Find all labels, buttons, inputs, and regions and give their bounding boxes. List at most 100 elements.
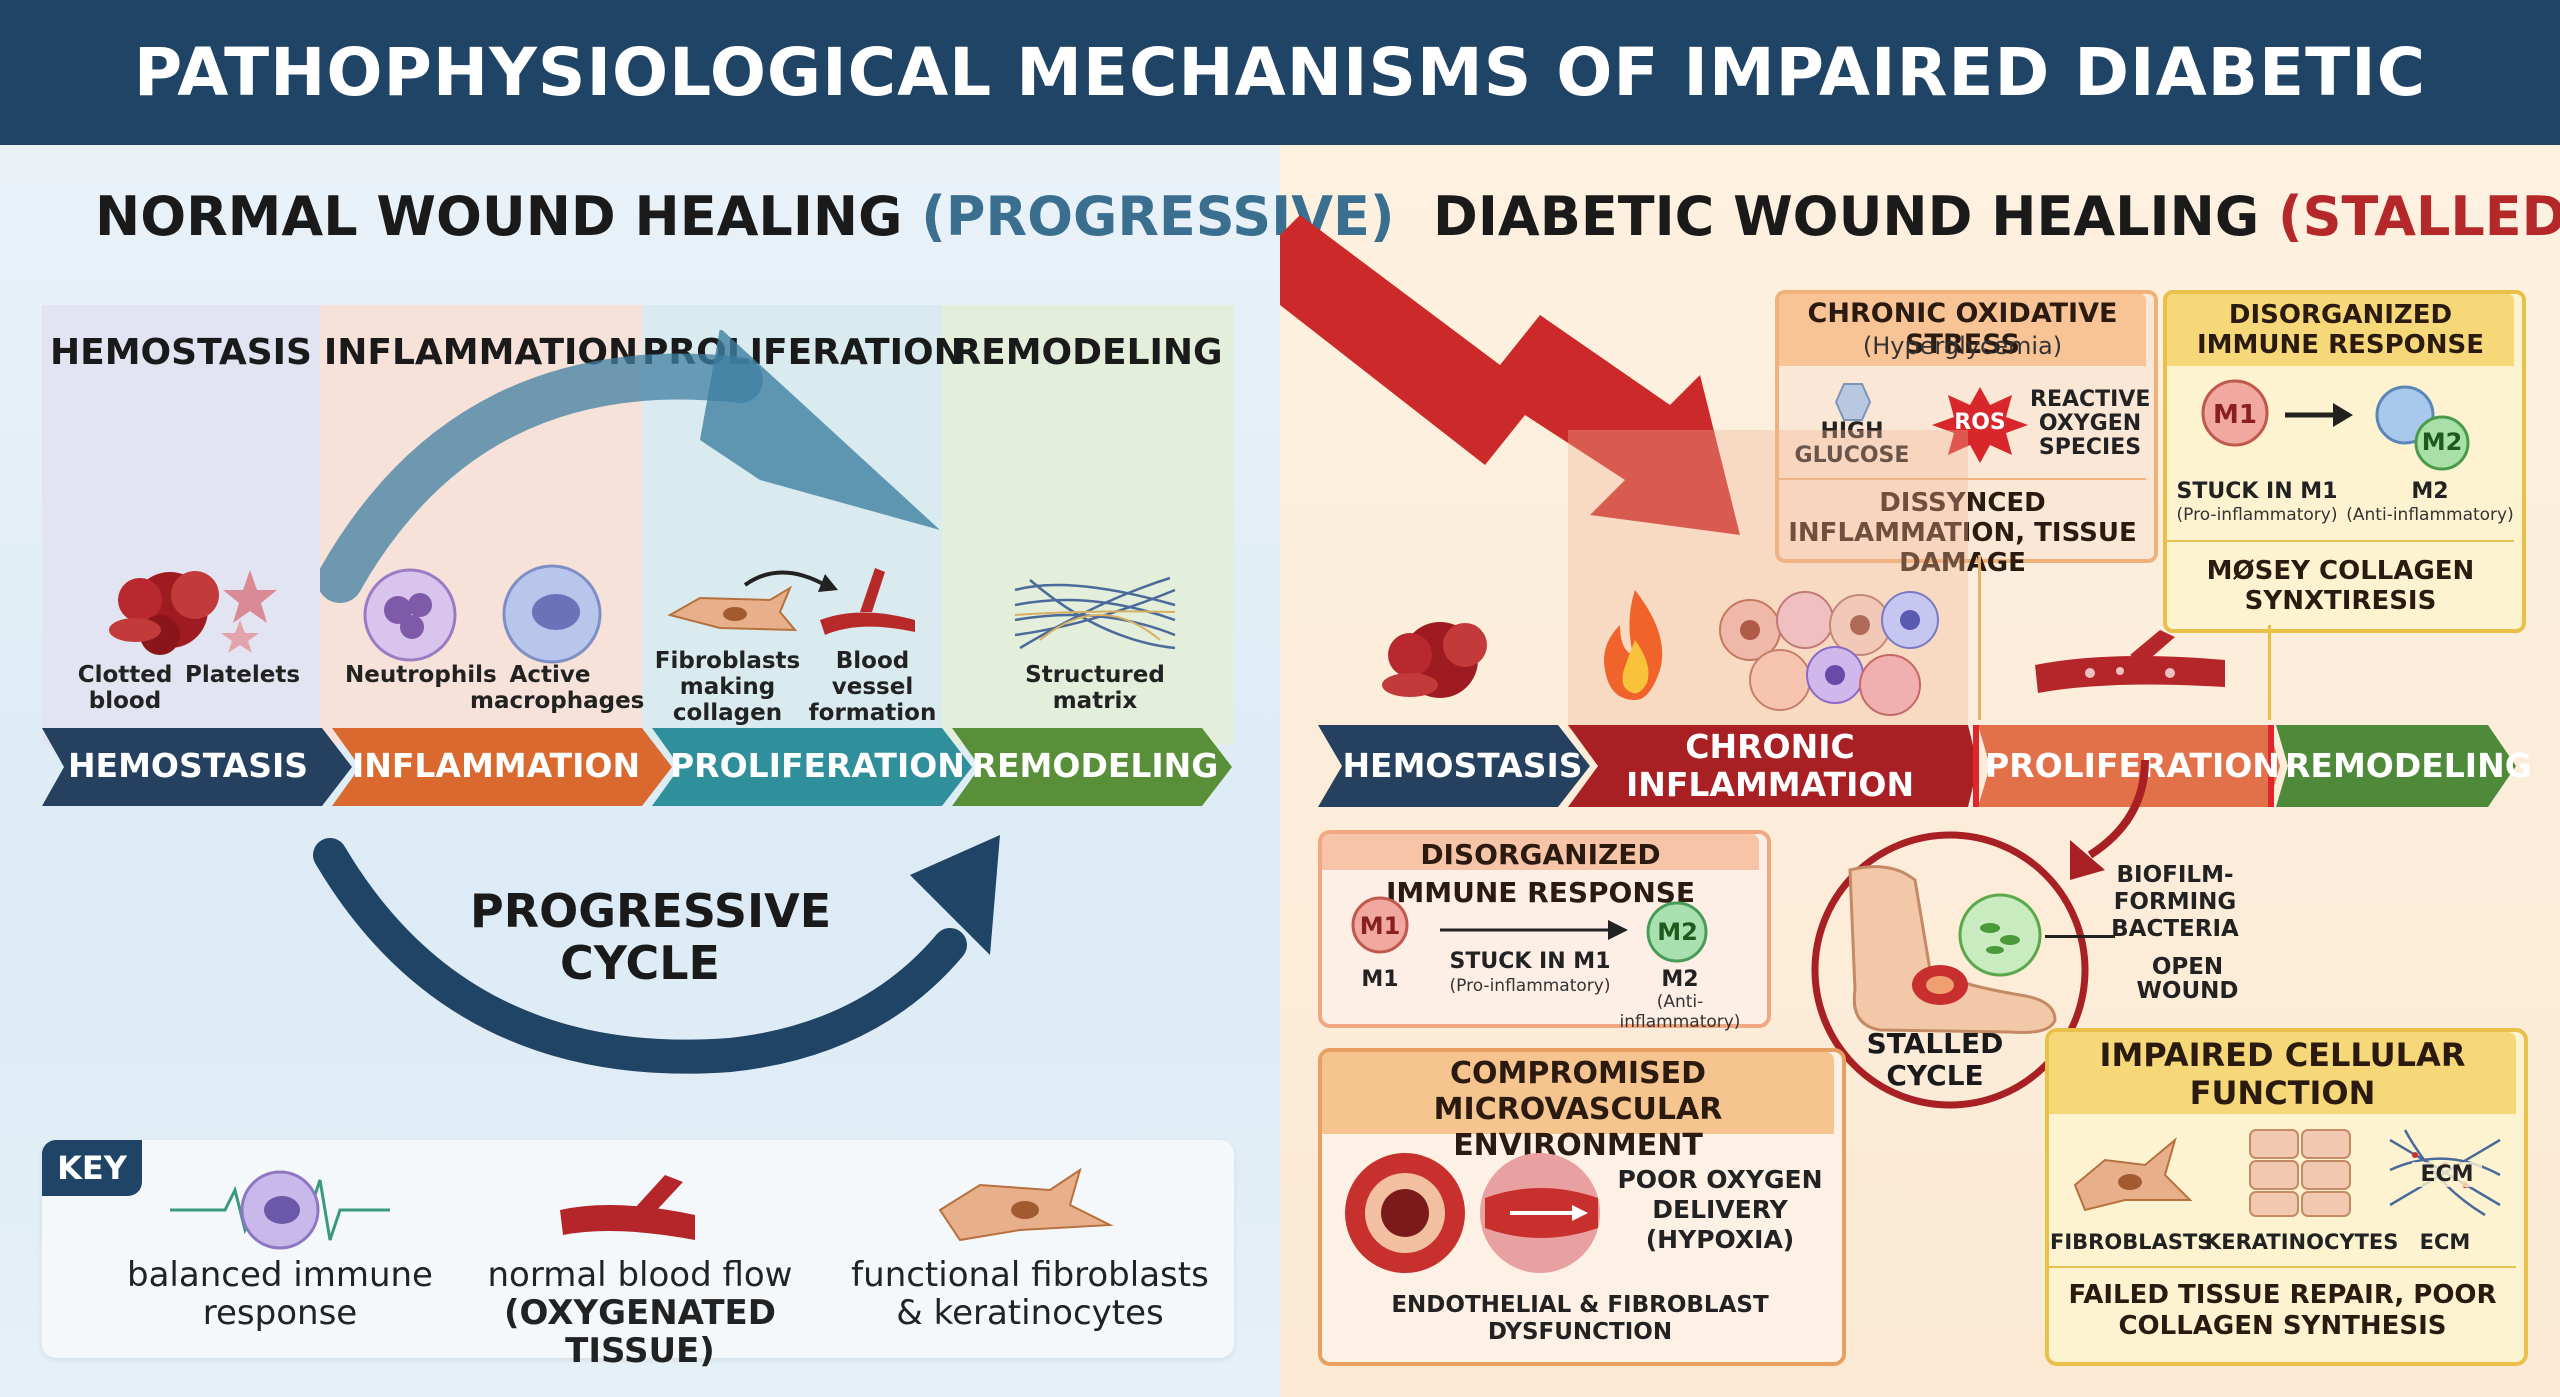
platelets-icon bbox=[221, 570, 277, 653]
m2-caption-top: M2 bbox=[2411, 479, 2449, 504]
diabetic-chevron-hemostasis: HEMOSTASIS bbox=[1342, 746, 1583, 785]
stalled-cycle-icon bbox=[1811, 831, 2089, 1109]
connector-immune bbox=[2268, 625, 2271, 720]
anti-inflammatory-top: (Anti-inflammatory) bbox=[2346, 505, 2514, 525]
macrophage-icon bbox=[502, 564, 602, 664]
cellular-header-bg bbox=[2049, 1032, 2516, 1114]
diabetic-chevron-track bbox=[1318, 725, 2516, 807]
diabetic-chevron-proliferation: PROLIFERATION bbox=[1985, 746, 2280, 785]
stage-bg-remodeling bbox=[942, 305, 1234, 745]
keratinocytes-icon bbox=[2249, 1129, 2351, 1217]
balanced-immune-icon bbox=[170, 1170, 390, 1250]
cellular-result: FAILED TISSUE REPAIR, POOR COLLAGEN SYNT… bbox=[2068, 1280, 2497, 1341]
decline-arrow bbox=[1280, 215, 1740, 535]
micro-title: COMPROMISED MICROVASCULAR ENVIRONMENT bbox=[1433, 1056, 1723, 1163]
oxidative-subtitle: (Hyperglycemia) bbox=[1862, 332, 2063, 360]
key-label: KEY bbox=[42, 1140, 142, 1196]
biofilm-pointer bbox=[2045, 935, 2115, 938]
diabetic-chevron-inflammation: CHRONIC INFLAMMATION bbox=[1625, 727, 1915, 804]
m2-low-cell-icon bbox=[1646, 901, 1708, 963]
m1-m2-arrow-icon bbox=[2285, 403, 2353, 427]
reactive-oxygen-label: REACTIVE OXYGEN SPECIES bbox=[2030, 387, 2151, 460]
immune-top-header-bg bbox=[2167, 294, 2514, 366]
m1-cell-icon bbox=[2201, 379, 2269, 447]
diabetic-heading: DIABETIC WOUND HEALING (STALLED) bbox=[1433, 185, 2560, 248]
m1-low-cell-icon bbox=[1351, 896, 1409, 954]
matrix-caption: Structured matrix bbox=[1025, 662, 1165, 714]
key-balanced-immune: balanced immune response bbox=[127, 1255, 433, 1333]
ros-burst-icon bbox=[1932, 387, 2028, 463]
m1-low-caption: M1 bbox=[1361, 967, 1399, 992]
immune-low-title: DISORGANIZED IMMUNE RESPONSE bbox=[1385, 838, 1696, 909]
cellular-divider bbox=[2049, 1266, 2516, 1268]
neutrophil-icon bbox=[363, 568, 457, 662]
collagen-label: MØSEY COLLAGEN SYNXTIRESIS bbox=[2206, 556, 2475, 616]
macrophages-caption: Active macrophages bbox=[470, 662, 645, 714]
m1-low-label: M1 bbox=[1359, 912, 1401, 940]
impaired-fibroblast-icon bbox=[2073, 1137, 2193, 1212]
ros-label: ROS bbox=[1954, 410, 2006, 435]
neutrophils-caption: Neutrophils bbox=[345, 662, 497, 688]
hypoxia-label: POOR OXYGEN DELIVERY (HYPOXIA) bbox=[1617, 1165, 1823, 1254]
m2-cell-icon bbox=[2375, 385, 2470, 471]
clotted-blood-icon bbox=[109, 571, 219, 655]
damaged-vessel-icon bbox=[2035, 630, 2225, 693]
blood-vessel-caption: Blood vessel formation bbox=[808, 648, 937, 726]
blood-flow-icon bbox=[560, 1175, 695, 1240]
glucose-icon bbox=[1834, 383, 1872, 421]
cellular-title: IMPAIRED CELLULAR FUNCTION bbox=[2099, 1036, 2466, 1112]
stage-remodeling: REMODELING bbox=[953, 332, 1223, 373]
diabetic-heading-accent: (STALLED) bbox=[2277, 185, 2560, 248]
normal-heading: NORMAL WOUND HEALING (PROGRESSIVE) bbox=[95, 185, 1395, 248]
cycle-arrow-icon bbox=[2070, 760, 2149, 880]
high-glucose-label: HIGH GLUCOSE bbox=[1794, 419, 1910, 468]
stalled-cycle-label: STALLED CYCLE bbox=[1866, 1027, 2004, 1092]
page-title: PATHOPHYSIOLOGICAL MECHANISMS OF IMPAIRE… bbox=[133, 34, 2427, 256]
vessel-cross-section-icon bbox=[1345, 1153, 1600, 1273]
connector-oxidative bbox=[1978, 555, 1981, 720]
key-box bbox=[42, 1140, 1234, 1358]
chevron-hemostasis: HEMOSTASIS bbox=[67, 746, 309, 785]
keratinocytes-label: KERATINOCYTES bbox=[2205, 1230, 2399, 1254]
oxidative-divider bbox=[1779, 478, 2146, 480]
normal-chevron-track bbox=[42, 728, 1232, 806]
stuck-m1-low: STUCK IN M1 bbox=[1449, 949, 1611, 974]
clotted-blood-caption: Clotted blood bbox=[77, 662, 173, 714]
progressive-cycle-arrow bbox=[313, 835, 1000, 1074]
m1-m2-low-arrow-icon bbox=[1440, 920, 1628, 940]
progress-arc-arrow bbox=[320, 330, 940, 603]
anti-inflammatory-low: (Anti-inflammatory) bbox=[1619, 992, 1741, 1032]
normal-heading-main: NORMAL WOUND HEALING bbox=[95, 185, 922, 248]
title-bar bbox=[0, 0, 2560, 145]
chevron-inflammation: INFLAMMATION bbox=[351, 746, 641, 785]
immune-low-header-bg bbox=[1322, 834, 1759, 870]
diabetic-heading-main: DIABETIC WOUND HEALING bbox=[1433, 185, 2278, 248]
inflammatory-cells-icon bbox=[1719, 591, 1939, 716]
fibroblasts-key-icon bbox=[938, 1167, 1114, 1242]
fibroblasts-caption: Fibroblasts making collagen bbox=[654, 648, 801, 726]
ecm-label: ECM bbox=[2419, 1230, 2471, 1254]
stuck-m1-top: STUCK IN M1 bbox=[2176, 479, 2338, 504]
diabetic-clot-icon bbox=[1382, 622, 1487, 698]
m1-top-label: M1 bbox=[2213, 400, 2257, 430]
m2-top-label: M2 bbox=[2421, 428, 2463, 456]
oxidative-title: CHRONIC OXIDATIVE STRESS bbox=[1807, 298, 2118, 360]
immune-top-title: DISORGANIZED IMMUNE RESPONSE bbox=[2196, 300, 2484, 360]
pro-inflammatory-top: (Pro-inflammatory) bbox=[2176, 505, 2338, 525]
oxidative-result: DISSYNCED INFLAMMATION, TISSUE DAMAGE bbox=[1788, 488, 2137, 578]
key-blood-flow: normal blood flow bbox=[487, 1255, 793, 1295]
chevron-proliferation: PROLIFERATION bbox=[670, 746, 965, 785]
key-fibroblasts: functional fibroblasts & keratinocytes bbox=[851, 1255, 1209, 1333]
stage-hemostasis: HEMOSTASIS bbox=[50, 332, 312, 373]
fire-icon bbox=[1604, 590, 1663, 700]
chevron-remodeling: REMODELING bbox=[971, 746, 1219, 785]
bacteria-icon bbox=[1958, 893, 2042, 977]
ecm-tag: ECM bbox=[2412, 1162, 2482, 1187]
oxidative-header-bg bbox=[1779, 294, 2146, 366]
immune-low-title-line1: DISORGANIZED IMMUNE RESPONSE bbox=[1322, 836, 1759, 912]
matrix-icon bbox=[1014, 576, 1176, 650]
diabetic-chevron-remodeling: REMODELING bbox=[2285, 746, 2532, 785]
key-oxygenated: (OXYGENATED TISSUE) bbox=[504, 1293, 776, 1371]
dysfunction-label: ENDOTHELIAL & FIBROBLAST DYSFUNCTION bbox=[1391, 1292, 1769, 1345]
fibroblasts-label: FIBROBLASTS bbox=[2050, 1230, 2213, 1254]
